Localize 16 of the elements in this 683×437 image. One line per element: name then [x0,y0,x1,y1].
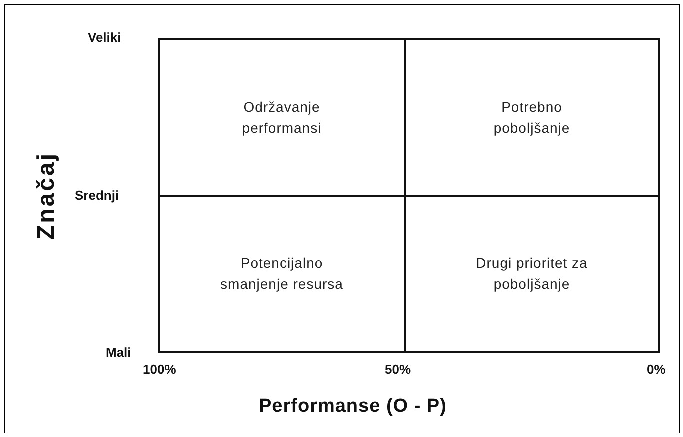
quadrant-cell [158,38,406,197]
axis-tick-label: 100% [143,362,176,377]
axis-tick-label: Mali [106,345,132,360]
axis-tick-label: 50% [385,362,412,377]
axis-title: Performanse (O - P) [259,396,447,418]
axis-tick-label: 0% [647,362,666,377]
quadrant-label: Potrebno poboljšanje [492,98,572,138]
quadrant-cell [158,195,406,353]
quadrant-label: Potencijalno smanjenje resursa [220,254,344,294]
quadrant-label: Održavanje performansi [241,98,323,138]
axis-tick-label: Veliki [88,30,122,45]
quadrant-cell [404,38,660,197]
quadrant-cell [404,195,660,353]
quadrant-label: Drugi prioritet za poboljšanje [475,254,589,294]
axis-title: Značaj [33,152,61,240]
axis-tick-label: Srednji [75,188,120,203]
